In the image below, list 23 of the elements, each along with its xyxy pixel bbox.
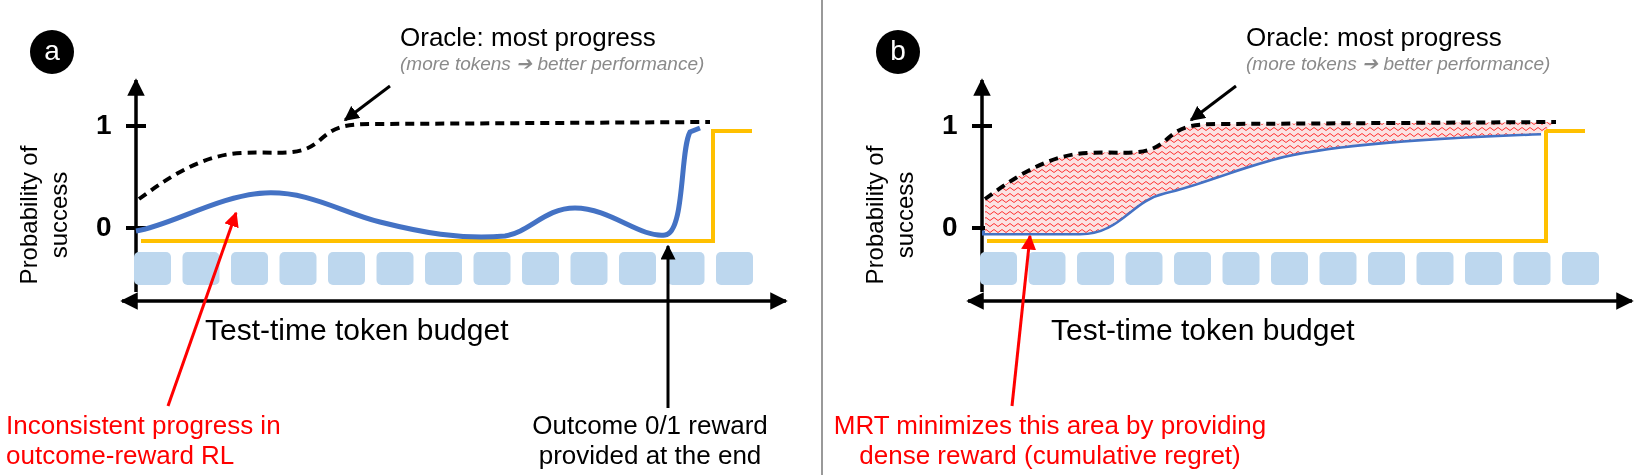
tick-label: 0 xyxy=(942,212,958,242)
tick-label: 0 xyxy=(96,212,112,242)
annotation-note: (more tokens ➔ better performance) xyxy=(1246,52,1552,76)
tick-label: 1 xyxy=(96,110,112,140)
annotation-text: Outcome 0/1 reward provided at the end xyxy=(531,410,769,470)
leader-arrow xyxy=(166,211,239,407)
annotation-text: Inconsistent progress in outcome-reward RL xyxy=(6,410,282,470)
oracle-curve xyxy=(983,120,1556,201)
annotation-text: Oracle: most progress xyxy=(400,22,657,52)
leader-arrow xyxy=(1189,84,1237,122)
axis-title: Probability of success xyxy=(14,144,73,287)
leader-arrow xyxy=(660,244,676,408)
axis-title: Probability of success xyxy=(860,144,919,287)
annotation-text: Oracle: most progress xyxy=(1246,22,1503,52)
leader-arrow xyxy=(343,84,391,122)
annotation-text: MRT minimizes this area by providing dense reward (cumulative regret) xyxy=(832,410,1268,470)
axis-title: Test-time token budget xyxy=(205,315,509,345)
axis-title: Test-time token budget xyxy=(1051,315,1355,345)
leader-arrow xyxy=(1010,234,1037,407)
panel-badge: a xyxy=(30,30,74,74)
panel-badge: b xyxy=(876,30,920,74)
tick-label: 1 xyxy=(942,110,958,140)
annotation-note: (more tokens ➔ better performance) xyxy=(400,52,706,76)
